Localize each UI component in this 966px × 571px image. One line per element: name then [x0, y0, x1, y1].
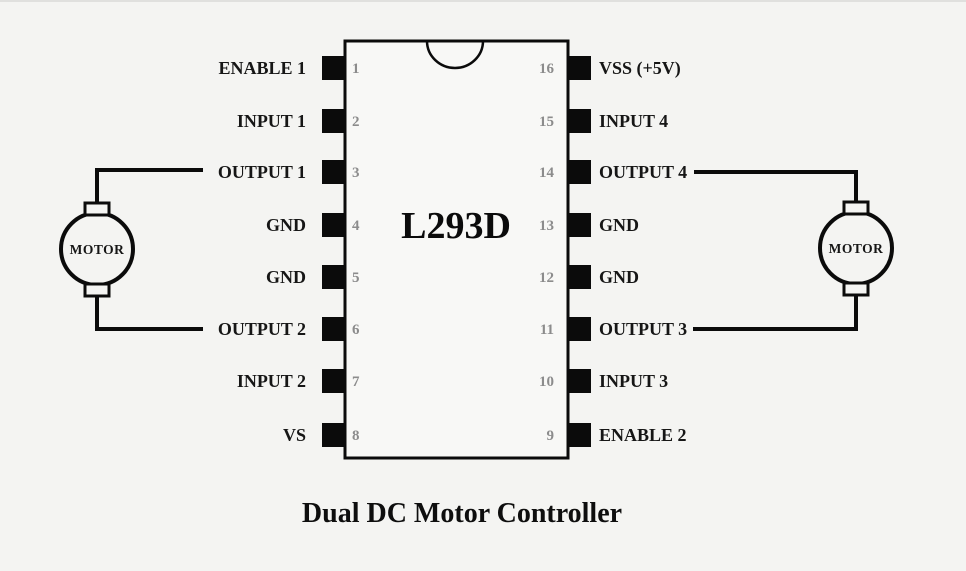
pin-label: INPUT 2 — [237, 371, 306, 391]
pin-label: OUTPUT 2 — [218, 319, 306, 339]
pin-label: VSS (+5V) — [599, 58, 681, 79]
chip-pin-left-7: 7 INPUT 2 — [237, 369, 360, 393]
pin-number: 12 — [539, 270, 554, 286]
chip-pin-right-13: 13 GND — [539, 213, 639, 237]
pin-label: ENABLE 2 — [599, 425, 687, 445]
chip-pin-left-8: 8 VS — [283, 423, 360, 447]
pin-pad — [568, 317, 591, 341]
pin-number: 3 — [352, 165, 360, 181]
pin-number: 8 — [352, 428, 360, 444]
pin-pad — [568, 109, 591, 133]
ic-chip: L293D — [343, 39, 570, 460]
pin-label: GND — [599, 267, 639, 287]
pin-label: OUTPUT 4 — [599, 162, 687, 182]
pin-number: 16 — [539, 61, 555, 77]
chip-pin-right-16: 16 VSS (+5V) — [539, 56, 681, 80]
left-motor-terminal-bottom — [83, 282, 111, 298]
chip-body — [343, 39, 570, 460]
pin-pad — [322, 56, 345, 80]
pin-label: INPUT 1 — [237, 111, 306, 131]
right-motor-label: MOTOR — [829, 241, 884, 256]
pin-pad — [568, 56, 591, 80]
pin-number: 15 — [539, 114, 554, 130]
pin-number: 2 — [352, 114, 360, 130]
wire-output1-to-left-motor — [95, 168, 203, 205]
left-motor: MOTOR — [59, 201, 135, 298]
pin-number: 4 — [352, 218, 360, 234]
left-motor-label: MOTOR — [70, 242, 125, 257]
pin-number: 1 — [352, 61, 360, 77]
right-motor-terminal-bottom — [842, 281, 870, 297]
chip-pin-right-15: 15 INPUT 4 — [539, 109, 668, 133]
pin-pad — [568, 423, 591, 447]
chip-name: L293D — [401, 205, 511, 247]
pin-label: ENABLE 1 — [218, 58, 306, 78]
chip-notch — [425, 40, 485, 70]
pin-pad — [568, 160, 591, 184]
pin-label: GND — [599, 215, 639, 235]
pin-pad — [322, 317, 345, 341]
chip-pin-right-9: 9 ENABLE 2 — [547, 423, 687, 447]
pin-pad — [568, 265, 591, 289]
pin-pad — [568, 369, 591, 393]
pin-number: 7 — [352, 374, 360, 390]
pin-number: 6 — [352, 322, 360, 338]
chip-pin-left-5: 5 GND — [266, 265, 360, 289]
pin-pad — [322, 369, 345, 393]
pin-number: 13 — [539, 218, 554, 234]
right-motor: MOTOR — [818, 200, 894, 297]
pin-label: VS — [283, 425, 306, 445]
pin-number: 10 — [539, 374, 554, 390]
wire-output4-to-right-motor — [694, 170, 858, 203]
chip-pin-right-14: 14 OUTPUT 4 — [539, 160, 687, 184]
pin-label: GND — [266, 267, 306, 287]
pin-number: 14 — [539, 165, 555, 181]
chip-pin-left-2: 2 INPUT 1 — [237, 109, 360, 133]
left-motor-terminal-top — [83, 201, 111, 217]
chip-pin-right-12: 12 GND — [539, 265, 639, 289]
pin-label: OUTPUT 3 — [599, 319, 687, 339]
chip-pin-right-11: 11 OUTPUT 3 — [540, 317, 687, 341]
pin-pad — [322, 423, 345, 447]
pin-pad — [322, 213, 345, 237]
chip-pin-right-10: 10 INPUT 3 — [539, 369, 668, 393]
pin-number: 11 — [540, 322, 554, 338]
chip-pin-left-6: 6 OUTPUT 2 — [218, 317, 360, 341]
diagram-title: Dual DC Motor Controller — [302, 498, 622, 529]
pin-label: OUTPUT 1 — [218, 162, 306, 182]
pin-number: 5 — [352, 270, 360, 286]
chip-pin-left-1: 1 ENABLE 1 — [218, 56, 360, 80]
wire-left-motor-to-output2 — [95, 297, 203, 331]
pin-label: INPUT 3 — [599, 371, 668, 391]
pin-label: INPUT 4 — [599, 111, 668, 131]
pin-pad — [568, 213, 591, 237]
pin-pad — [322, 109, 345, 133]
pin-pad — [322, 265, 345, 289]
chip-pin-left-4: 4 GND — [266, 213, 360, 237]
pin-number: 9 — [547, 428, 555, 444]
right-motor-terminal-top — [842, 200, 870, 216]
pin-pad — [322, 160, 345, 184]
wire-right-motor-to-output3 — [693, 295, 858, 331]
chip-pin-left-3: 3 OUTPUT 1 — [218, 160, 360, 184]
pin-label: GND — [266, 215, 306, 235]
